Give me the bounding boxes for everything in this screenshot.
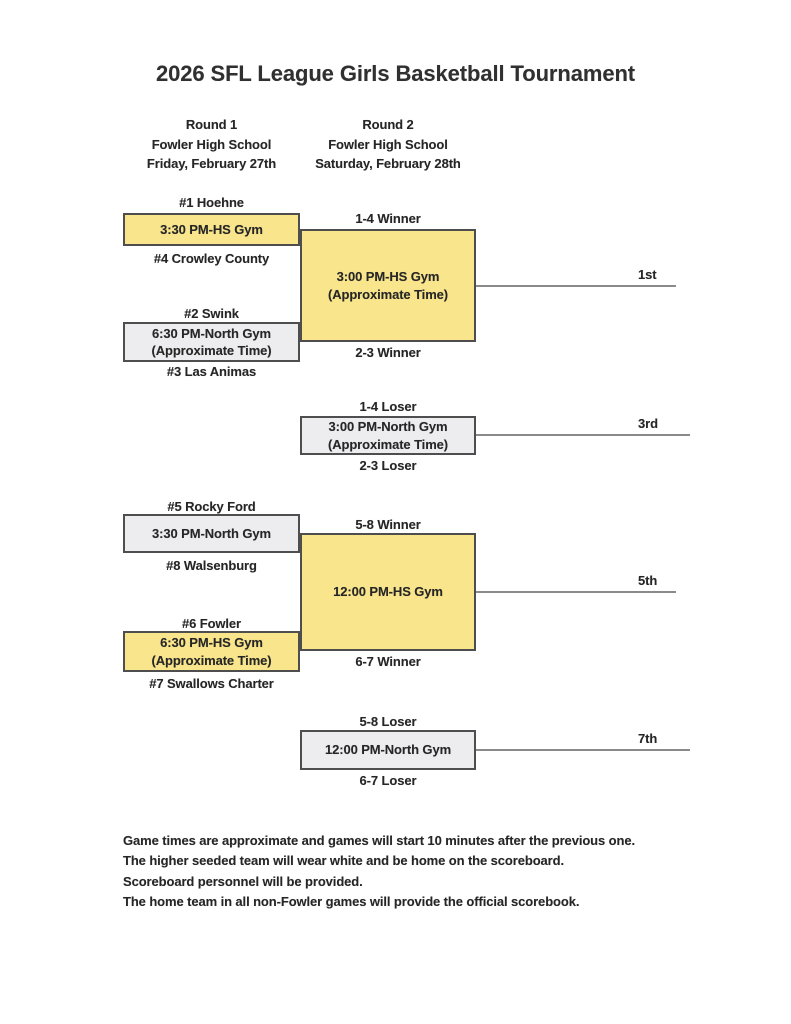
round1-venue: Fowler High School: [151, 136, 272, 152]
game-1v4-time: 3:30 PM-HS Gym: [160, 221, 263, 237]
game-box-5v8: 3:30 PM-North Gym: [123, 514, 300, 553]
round2-label: Round 2: [362, 117, 414, 132]
seventh-place-label: 7th: [638, 731, 658, 746]
game-box-fifth-place: 12:00 PM-HS Gym: [300, 533, 476, 651]
round2-header: Round 2 Fowler High School Saturday, Feb…: [300, 115, 476, 174]
matchup-label-6-7-winner: 6-7 Winner: [355, 654, 421, 669]
third-place-line: [476, 434, 690, 436]
third-place-time: 3:00 PM-North Gym: [328, 419, 448, 434]
game-box-2v3: 6:30 PM-North Gym (Approximate Time): [123, 322, 300, 362]
round1-date: Friday, February 27th: [146, 156, 277, 171]
game-box-6v7: 6:30 PM-HS Gym (Approximate Time): [123, 631, 300, 672]
game-box-seventh-place: 12:00 PM-North Gym: [300, 730, 476, 770]
matchup-label-2-3-winner: 2-3 Winner: [355, 345, 421, 360]
page-title: 2026 SFL League Girls Basketball Tournam…: [155, 61, 636, 86]
note-line-2: The higher seeded team will wear white a…: [123, 853, 564, 869]
game-box-third-place: 3:00 PM-North Gym (Approximate Time): [300, 416, 476, 455]
game-6v7-time-note: (Approximate Time): [151, 652, 272, 668]
round2-date: Saturday, February 28th: [315, 156, 461, 171]
championship-time-note: (Approximate Time): [327, 286, 449, 302]
seed-label-rocky-ford: #5 Rocky Ford: [167, 499, 256, 514]
third-place-time-note: (Approximate Time): [327, 436, 449, 452]
game-2v3-time-note: (Approximate Time): [151, 343, 272, 358]
first-place-label: 1st: [638, 267, 657, 282]
notes-section: Game times are approximate and games wil…: [123, 831, 683, 912]
championship-time: 3:00 PM-HS Gym: [336, 269, 440, 284]
note-line-3: Scoreboard personnel will be provided.: [123, 873, 363, 889]
matchup-label-5-8-loser: 5-8 Loser: [359, 714, 417, 729]
seed-label-swallows-charter: #7 Swallows Charter: [149, 676, 274, 691]
seed-label-swink: #2 Swink: [184, 306, 239, 321]
seed-label-walsenburg: #8 Walsenburg: [166, 558, 257, 573]
matchup-label-1-4-winner: 1-4 Winner: [355, 211, 421, 226]
note-line-4: The home team in all non-Fowler games wi…: [123, 893, 580, 909]
game-box-championship: 3:00 PM-HS Gym (Approximate Time): [300, 229, 476, 342]
game-2v3-time: 6:30 PM-North Gym: [152, 325, 271, 341]
round1-header: Round 1 Fowler High School Friday, Febru…: [123, 115, 300, 174]
game-6v7-time: 6:30 PM-HS Gym: [160, 635, 263, 650]
matchup-label-5-8-winner: 5-8 Winner: [355, 517, 421, 532]
fifth-place-time: 12:00 PM-HS Gym: [333, 584, 443, 600]
seed-label-las-animas: #3 Las Animas: [166, 364, 257, 379]
third-place-label: 3rd: [638, 416, 658, 431]
seventh-place-time: 12:00 PM-North Gym: [324, 742, 452, 758]
matchup-label-6-7-loser: 6-7 Loser: [359, 773, 417, 788]
matchup-label-2-3-loser: 2-3 Loser: [359, 458, 417, 473]
seventh-place-line: [476, 749, 690, 751]
fifth-place-label: 5th: [638, 573, 658, 588]
note-line-1: Game times are approximate and games wil…: [123, 833, 635, 848]
seed-label-hoehne: #1 Hoehne: [179, 195, 244, 210]
game-box-1v4: 3:30 PM-HS Gym: [123, 213, 300, 246]
seed-label-crowley-county: #4 Crowley County: [153, 251, 270, 266]
first-place-line: [476, 285, 676, 287]
round1-label: Round 1: [185, 117, 238, 132]
fifth-place-line: [476, 591, 676, 593]
seed-label-fowler: #6 Fowler: [181, 616, 242, 631]
matchup-label-1-4-loser: 1-4 Loser: [359, 399, 417, 414]
game-5v8-time: 3:30 PM-North Gym: [152, 525, 271, 541]
round2-venue: Fowler High School: [328, 136, 448, 152]
